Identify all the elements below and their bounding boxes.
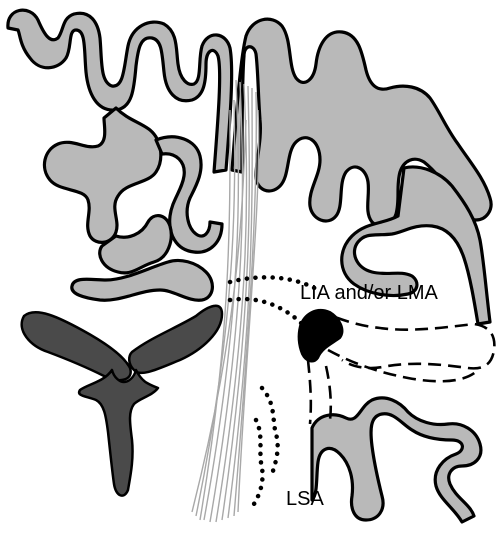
dashed-affected-gyrus-descending — [306, 359, 333, 425]
right-temporal-gyrus — [310, 396, 483, 524]
right-lateral-gyrus-upper — [340, 165, 492, 326]
dashed-affected-gyrus-lower — [327, 348, 479, 383]
label-lsa: LSA — [286, 488, 324, 510]
label-lia-lma: LIA and/or LMA — [300, 282, 439, 304]
left-gyrus-fold-3 — [98, 214, 173, 275]
lia-dotted-vessel-upper — [227, 275, 321, 293]
white-matter-fiber-bundle — [191, 79, 260, 523]
lsa-dotted-vessel-1 — [259, 385, 280, 477]
left-gyrus-fold-1 — [42, 106, 163, 244]
right-lateral-ventricle — [128, 304, 224, 375]
third-ventricle — [77, 368, 160, 497]
left-cortex-ribbon — [6, 8, 234, 174]
left-gyrus-fold-2 — [154, 135, 224, 254]
dashed-affected-gyrus-upper — [317, 308, 496, 370]
lsa-dotted-vessel-2 — [251, 417, 265, 507]
left-gyrus-fold-4 — [70, 258, 214, 302]
left-lateral-ventricle — [20, 311, 132, 382]
right-cortex-ribbon — [230, 17, 493, 228]
infarct-lesion — [297, 308, 344, 363]
